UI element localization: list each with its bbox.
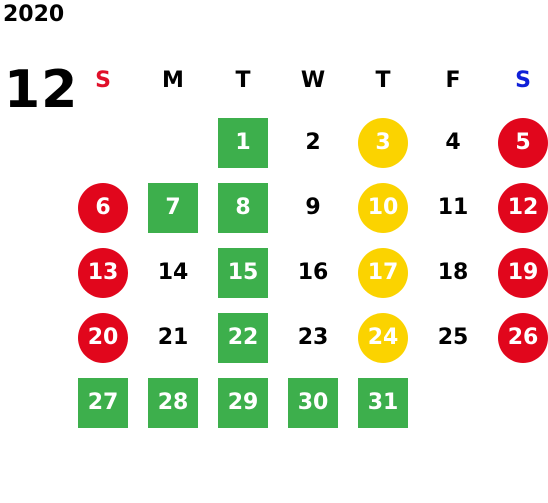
day-13[interactable]: 13 [78,247,128,298]
day-17[interactable]: 17 [358,247,408,298]
calendar-cell: 15 [208,240,278,305]
calendar-year: 2020 [3,2,65,27]
day-20[interactable]: 20 [78,312,128,363]
day-28[interactable]: 28 [148,377,198,428]
calendar-cell: 20 [68,305,138,370]
calendar-cell: 24 [348,305,418,370]
calendar-cell: 25 [418,305,488,370]
calendar-cell [418,370,488,435]
calendar-month: 12 [4,60,79,120]
day-5[interactable]: 5 [498,117,548,168]
calendar-cell: 14 [138,240,208,305]
day-9[interactable]: 9 [305,195,321,220]
calendar-cell: 30 [278,370,348,435]
calendar-cell: 27 [68,370,138,435]
day-11[interactable]: 11 [437,195,469,220]
calendar-cell: 16 [278,240,348,305]
calendar-cell: 23 [278,305,348,370]
calendar-cell: 8 [208,175,278,240]
day-29[interactable]: 29 [218,377,268,428]
day-23[interactable]: 23 [297,325,329,350]
calendar-cell: 6 [68,175,138,240]
calendar-cell: 18 [418,240,488,305]
day-26[interactable]: 26 [498,312,548,363]
calendar-cell: 5 [488,110,548,175]
calendar-cell: 9 [278,175,348,240]
weekday-header-friday: F [445,67,461,93]
day-22[interactable]: 22 [218,312,268,363]
day-10[interactable]: 10 [358,182,408,233]
day-30[interactable]: 30 [288,377,338,428]
day-4[interactable]: 4 [445,130,461,155]
day-19[interactable]: 19 [498,247,548,298]
calendar-cell: 29 [208,370,278,435]
day-12[interactable]: 12 [498,182,548,233]
calendar-cell: 13 [68,240,138,305]
day-8[interactable]: 8 [218,182,268,233]
calendar-cell: 4 [418,110,488,175]
calendar-cell: 12 [488,175,548,240]
day-14[interactable]: 14 [157,260,189,285]
calendar-cell: 7 [138,175,208,240]
calendar-cell [68,110,138,175]
calendar-cell: 22 [208,305,278,370]
calendar-cell [138,110,208,175]
calendar-cell: 17 [348,240,418,305]
weekday-header-tuesday: T [235,67,251,93]
calendar-cell: 21 [138,305,208,370]
day-27[interactable]: 27 [78,377,128,428]
day-16[interactable]: 16 [297,260,329,285]
day-2[interactable]: 2 [305,130,321,155]
weekday-header-saturday: S [515,67,531,93]
day-18[interactable]: 18 [437,260,469,285]
weekday-header-thursday: T [375,67,391,93]
day-3[interactable]: 3 [358,117,408,168]
calendar-cell: 28 [138,370,208,435]
weekday-header-monday: M [162,67,184,93]
day-7[interactable]: 7 [148,182,198,233]
day-1[interactable]: 1 [218,117,268,168]
calendar-cell: 2 [278,110,348,175]
calendar-cell: 3 [348,110,418,175]
day-25[interactable]: 25 [437,325,469,350]
calendar-cell: 10 [348,175,418,240]
weekday-header-sunday: S [95,67,111,93]
calendar-cell: 11 [418,175,488,240]
day-31[interactable]: 31 [358,377,408,428]
day-21[interactable]: 21 [157,325,189,350]
calendar-cell: 19 [488,240,548,305]
calendar-cell: 26 [488,305,548,370]
day-15[interactable]: 15 [218,247,268,298]
calendar-cell: 31 [348,370,418,435]
calendar-cell: 1 [208,110,278,175]
weekday-header-wednesday: W [300,67,326,93]
day-6[interactable]: 6 [78,182,128,233]
day-24[interactable]: 24 [358,312,408,363]
calendar-cell [488,370,548,435]
